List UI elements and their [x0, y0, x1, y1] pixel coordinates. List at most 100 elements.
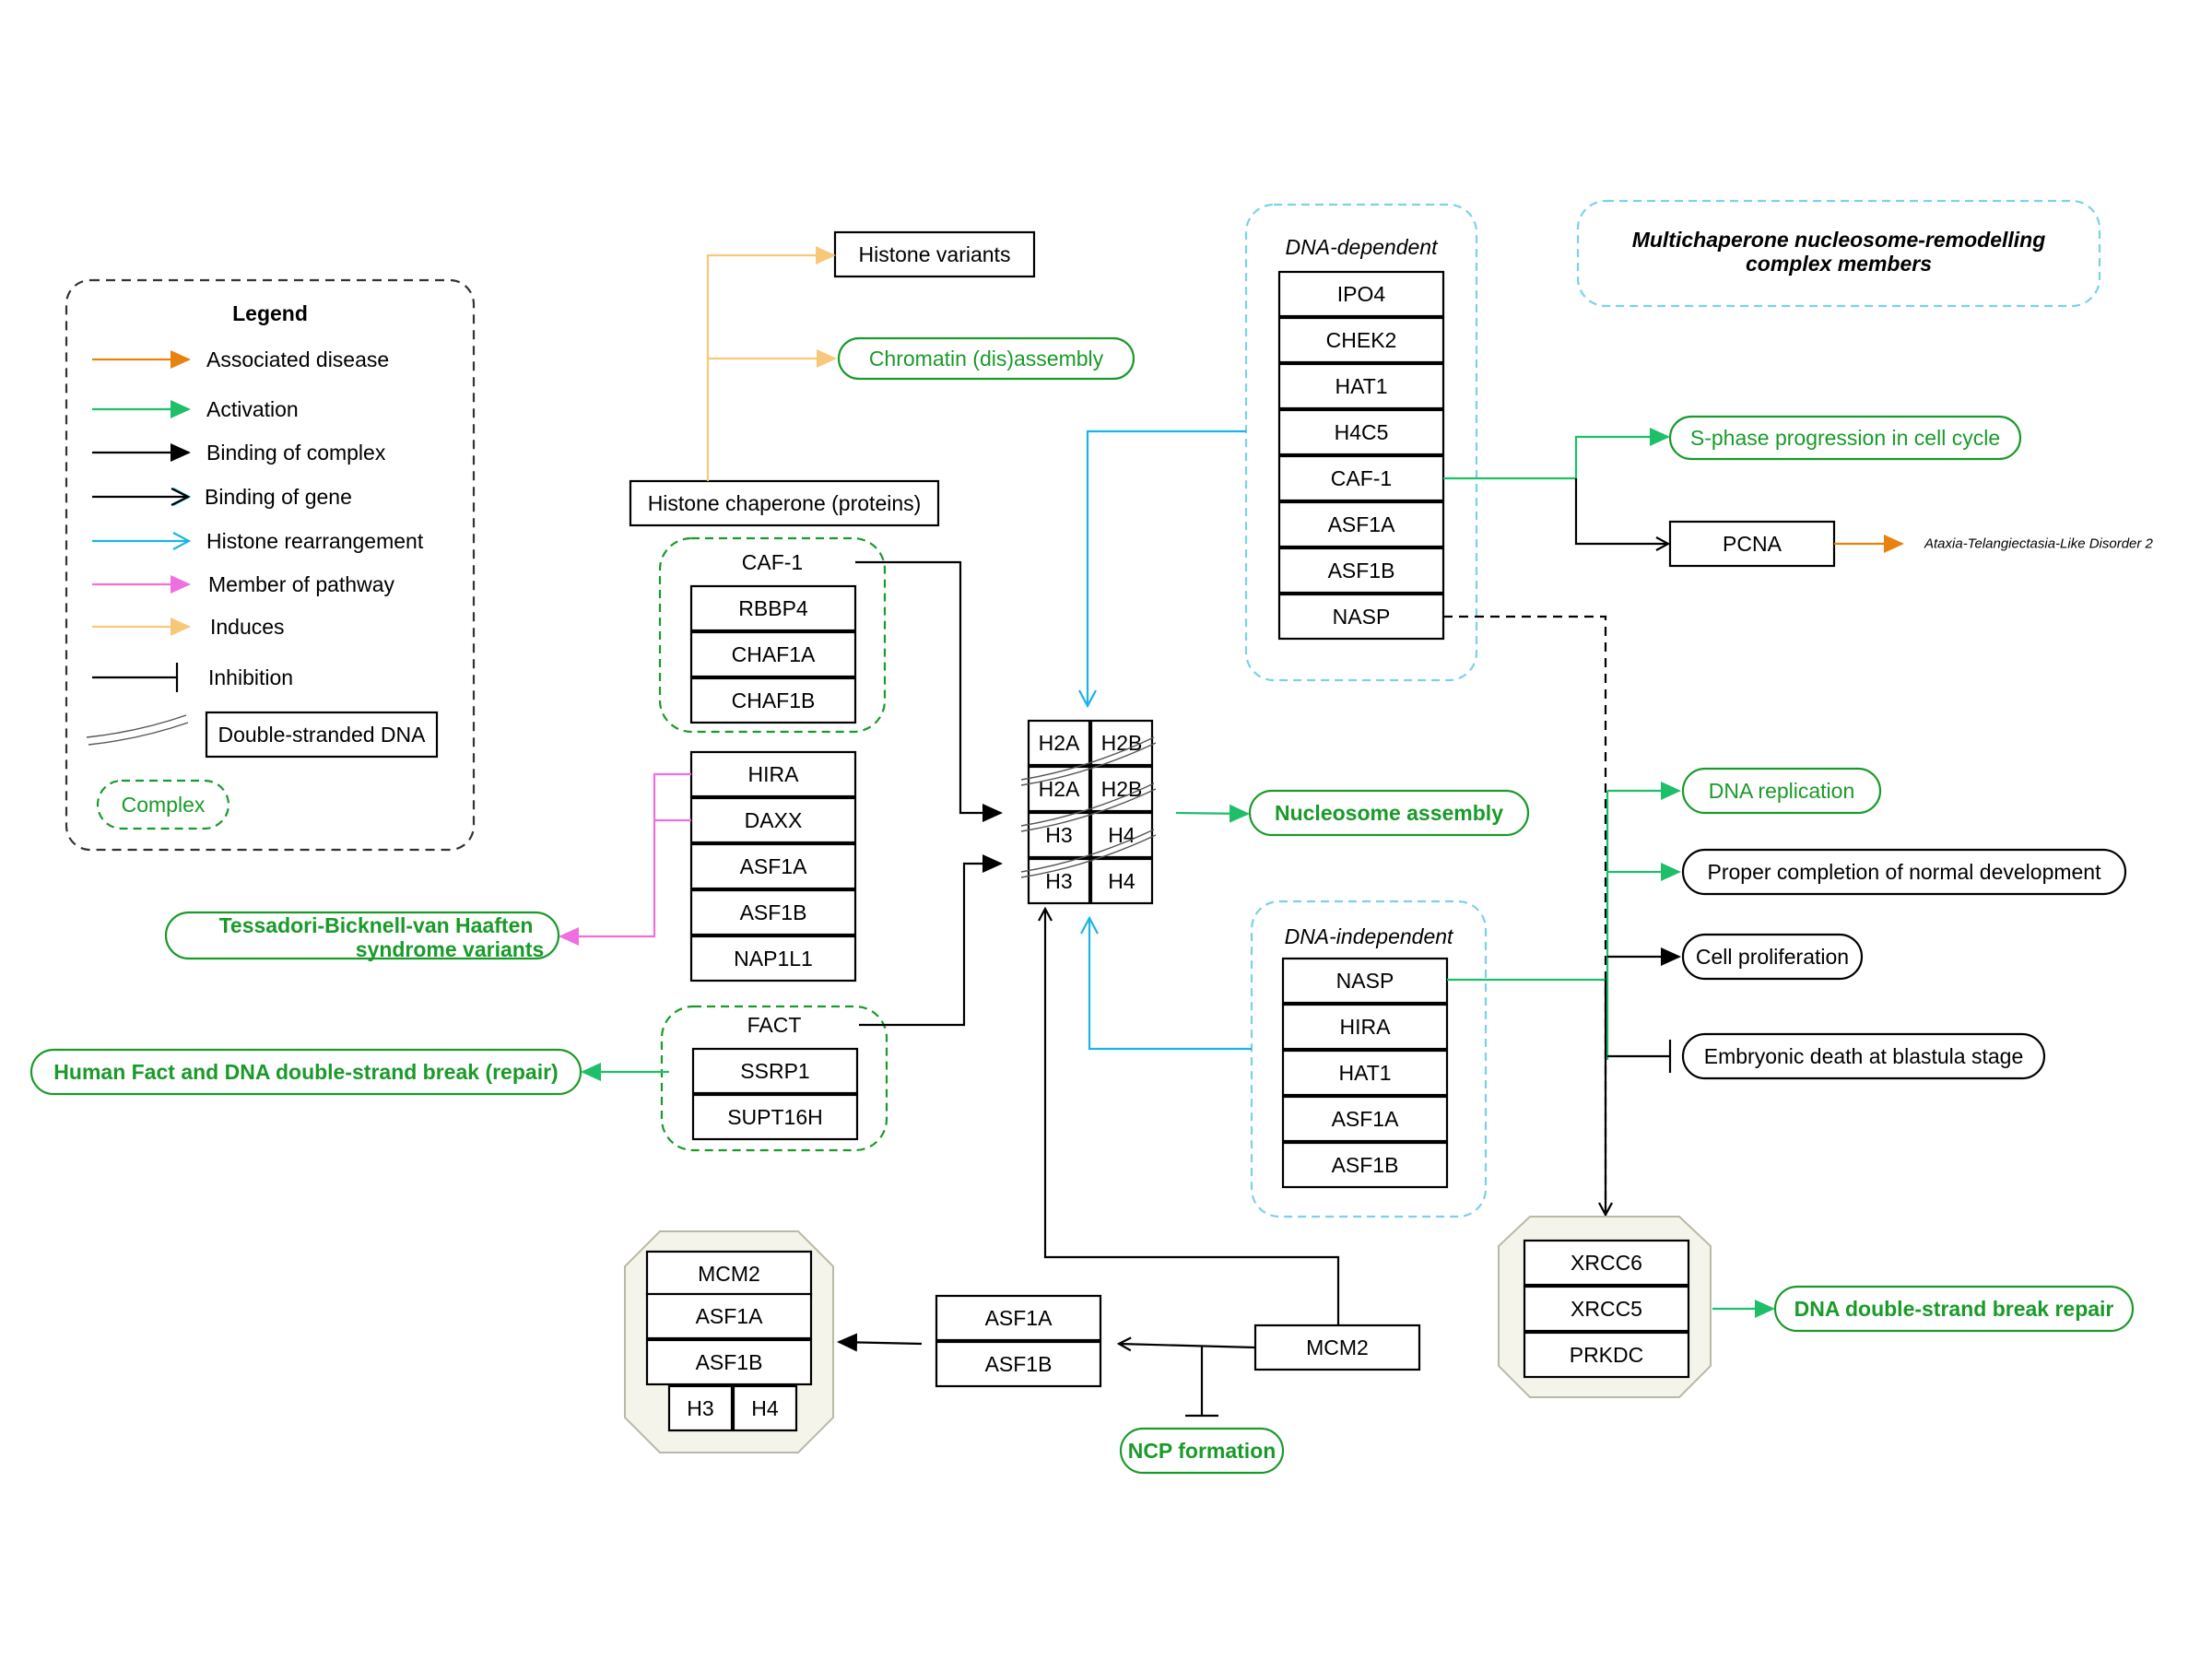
- induces-histone-variants-arrow: [706, 246, 836, 481]
- hira-group-label: ASF1A: [740, 854, 808, 878]
- ncp-formation-box: [1119, 1427, 1285, 1475]
- s-phase-box: [1668, 415, 2022, 461]
- hira-group-box: [689, 935, 857, 982]
- legend-complex-label: Complex: [122, 793, 206, 817]
- nucleosome: H2A H2B H2A H2B H3 H4 H3 H4: [1020, 719, 1157, 905]
- caf1-title: CAF-1: [742, 550, 803, 574]
- xrcc-member-label: XRCC5: [1571, 1297, 1642, 1321]
- tessadori-line-2: syndrome variants: [356, 937, 545, 961]
- hira-group-label: HIRA: [748, 762, 800, 786]
- fact-member-label: SSRP1: [740, 1059, 809, 1083]
- histone-label: H3: [1045, 823, 1072, 847]
- caf1-member-label: CHAF1A: [732, 642, 816, 666]
- dna-dependent-member-box: [1277, 316, 1445, 364]
- caf1-complex-border: [658, 536, 887, 734]
- legend-binding-gene-arrowhead: [171, 488, 191, 506]
- tessadori-line-1: Tessadori-Bicknell-van Haaften: [219, 913, 534, 937]
- cell-proliferation-box: [1681, 933, 1864, 981]
- dna-independent-member-box: [1281, 1095, 1449, 1143]
- dna-dependent-border: [1244, 203, 1478, 682]
- asf1-pair-label: ASF1A: [985, 1306, 1053, 1330]
- nucleosome-assembly-arrow: [1175, 804, 1250, 823]
- legend-induces-label: Induces: [210, 615, 285, 639]
- human-fact-box: [29, 1048, 582, 1096]
- dsb-repair-box: [1773, 1285, 2135, 1333]
- nucleosome-assembly-box: [1248, 789, 1530, 837]
- asf1-pair-label: ASF1B: [985, 1352, 1053, 1376]
- caf1-member-label: CHAF1B: [732, 688, 816, 712]
- histone-chaperone-label: Histone chaperone (proteins): [648, 491, 922, 515]
- dna-dependent-member-box: [1277, 547, 1445, 594]
- hira-group-box: [689, 750, 857, 798]
- legend-dna-label: Double-stranded DNA: [218, 723, 426, 747]
- proper-completion-label: Proper completion of normal development: [1707, 860, 2101, 884]
- dna-dependent-member-label: CAF-1: [1331, 466, 1392, 490]
- mcm-complex-member-box: [645, 1250, 813, 1298]
- dna-dependent-member-box: [1277, 593, 1445, 641]
- mcm2-asf1-arrow: [1119, 1344, 1256, 1347]
- ncp-formation-label: NCP formation: [1128, 1439, 1277, 1463]
- multichaperone-line-2: complex members: [1746, 252, 1932, 276]
- mcm2-label: MCM2: [1306, 1335, 1369, 1359]
- legend-dna-strand-1: [86, 714, 187, 738]
- nucleosome-dna-strand: [1020, 736, 1155, 781]
- pcna-label: PCNA: [1723, 532, 1783, 556]
- xrcc-member-box: [1523, 1239, 1690, 1287]
- dna-dependent-rearrangement-arrow: [1088, 429, 1246, 706]
- caf1-binding-arrow: [855, 560, 1003, 822]
- legend-complex-box: [96, 779, 230, 830]
- mcm-complex-histone-box: [667, 1384, 734, 1432]
- asf1-mcm-complex-arrow: [837, 1333, 923, 1352]
- fact-member-box: [691, 1047, 859, 1095]
- histone-chaperone-box: [629, 479, 940, 527]
- dsb-repair-label: DNA double-strand break repair: [1794, 1297, 2114, 1321]
- hira-group-box: [689, 842, 857, 890]
- histone-h4: [1089, 857, 1154, 905]
- caf1-member-box: [689, 584, 857, 632]
- legend-binding-gene-label: Binding of gene: [205, 485, 352, 509]
- dna-dependent-member-box: [1277, 500, 1445, 548]
- human-fact-label: Human Fact and DNA double-strand break (…: [53, 1060, 558, 1084]
- nucleosome-dna-strand: [1020, 782, 1155, 827]
- dna-independent-member-box: [1281, 1003, 1449, 1051]
- cell-proliferation-label: Cell proliferation: [1696, 945, 1849, 969]
- dna-dependent-member-label: IPO4: [1337, 282, 1386, 306]
- mcm-complex-member-label: ASF1A: [696, 1304, 764, 1328]
- xrcc-member-label: PRKDC: [1570, 1343, 1644, 1367]
- mcm-complex-member-label: ASF1B: [696, 1350, 763, 1374]
- legend-histone-rearrangement-label: Histone rearrangement: [206, 529, 424, 553]
- nucleosome-dna-strand: [1020, 834, 1157, 878]
- dna-independent-member-box: [1281, 957, 1449, 1005]
- dna-independent-members: NASP HIRA HAT1 ASF1A ASF1B: [1281, 957, 1449, 1189]
- histone-label: H3: [1045, 869, 1072, 893]
- caf1-member-label: RBBP4: [738, 596, 808, 620]
- xrcc-member-label: XRCC6: [1571, 1251, 1642, 1275]
- dna-independent-rearrangement-arrow: [1089, 918, 1252, 1051]
- caf1-member-box: [689, 677, 857, 724]
- dna-independent-member-box: [1281, 1049, 1449, 1097]
- histone-label: H4: [1108, 869, 1135, 893]
- dna-independent-border: [1250, 900, 1488, 1218]
- dna-independent-member-box: [1281, 1141, 1449, 1189]
- legend-member-pathway-label: Member of pathway: [208, 572, 394, 596]
- dna-independent-member-label: HIRA: [1340, 1015, 1392, 1039]
- mcm-complex-member-box: [645, 1338, 813, 1386]
- mcm-complex-histone-box: [732, 1384, 798, 1432]
- hira-group-box: [689, 796, 857, 844]
- dna-independent-member-label: HAT1: [1338, 1061, 1391, 1085]
- dna-replication-box: [1681, 767, 1882, 815]
- fact-member-box: [691, 1093, 859, 1141]
- dna-dependent-member-label: HAT1: [1335, 374, 1387, 398]
- pcna-box: [1668, 520, 1836, 568]
- legend-inhibition-label: Inhibition: [208, 665, 293, 689]
- asf1-pair-box: [935, 1294, 1102, 1342]
- caf1-member-box: [689, 630, 857, 678]
- legend-border: [65, 278, 476, 852]
- nucleosome-dna-strand: [1020, 829, 1155, 873]
- dna-dependent-member-label: CHEK2: [1326, 328, 1397, 352]
- multichaperone-line-1: Multichaperone nucleosome-remodelling: [1632, 228, 2046, 252]
- legend-binding-complex-label: Binding of complex: [206, 441, 386, 465]
- histone-h2a: [1027, 765, 1091, 813]
- xrcc-member-box: [1523, 1285, 1690, 1333]
- fact-complex-border: [660, 1005, 888, 1152]
